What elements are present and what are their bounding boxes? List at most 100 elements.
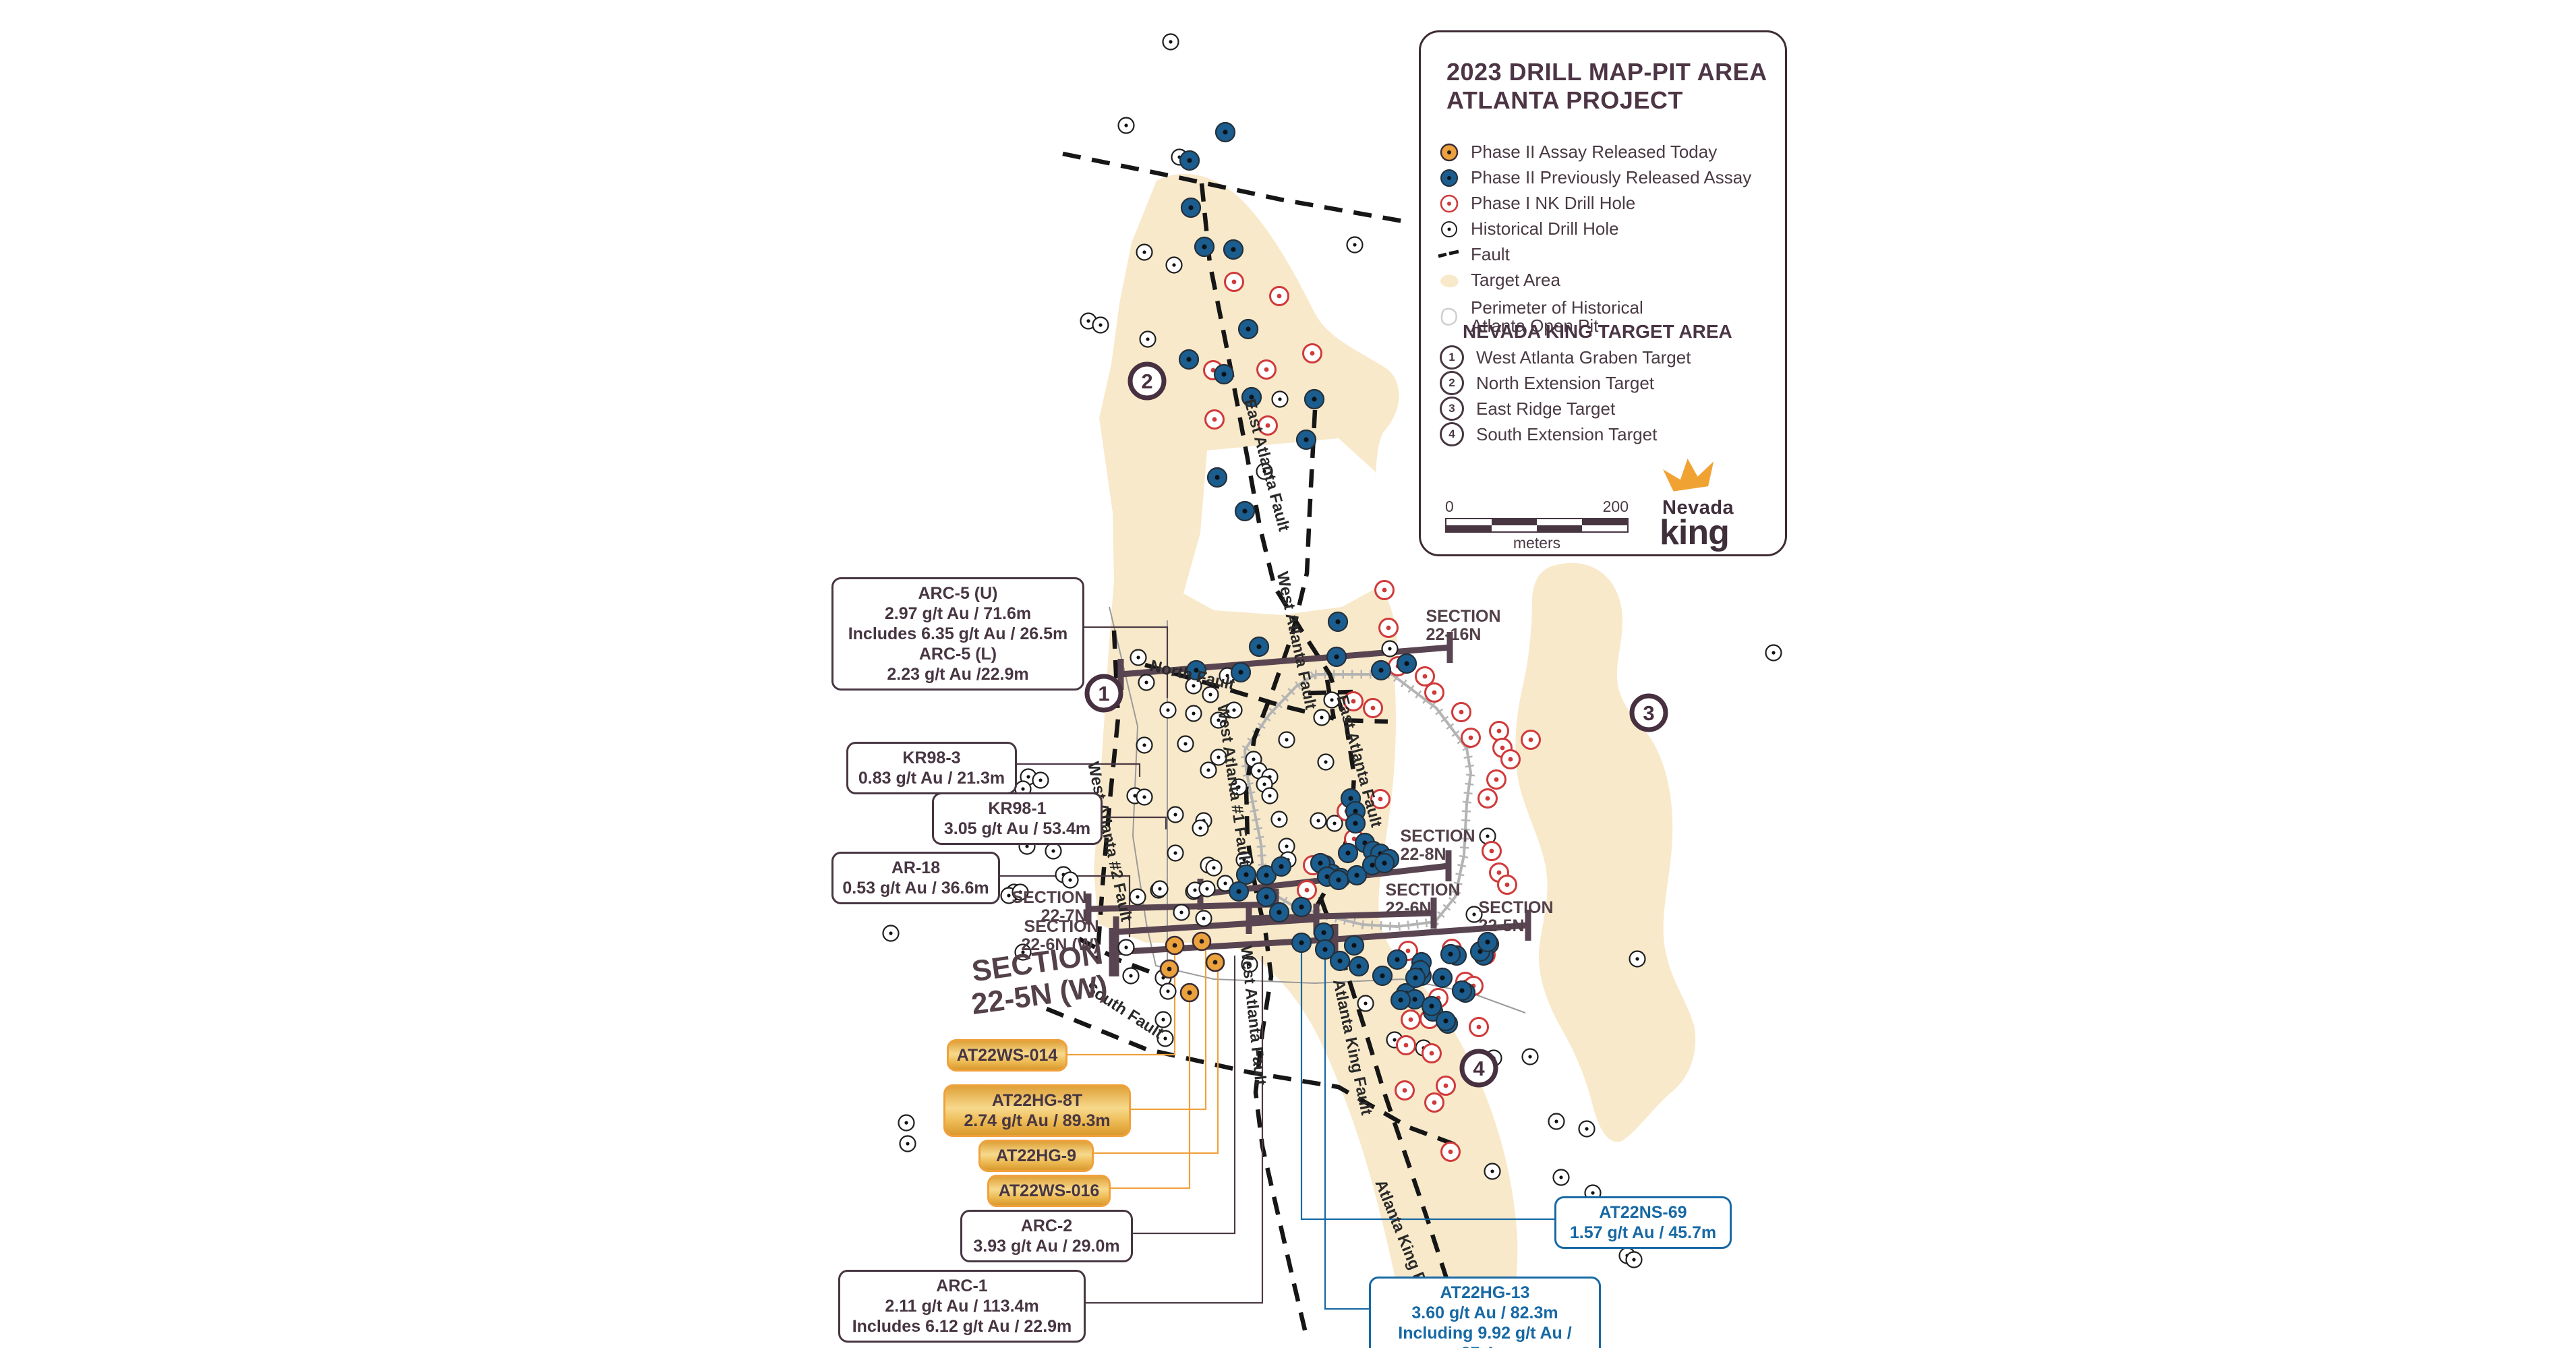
target-blob-icon xyxy=(1440,274,1459,288)
phase2-previous-drill-hole xyxy=(1256,865,1277,886)
leader-line-orange xyxy=(1111,999,1191,1190)
historical-drill-hole xyxy=(1552,1169,1570,1186)
phase2-previous-drill-hole xyxy=(1268,902,1290,923)
phase2-today-drill-hole xyxy=(1179,983,1200,1003)
phase1-nk-drill-hole xyxy=(1224,272,1244,292)
scale-right-label: 200 xyxy=(1602,498,1629,515)
phase2-previous-drill-hole xyxy=(1178,349,1200,370)
historical-drill-hole xyxy=(1165,256,1183,274)
historical-drill-hole xyxy=(1167,844,1184,862)
phase2-previous-drill-hole xyxy=(1326,646,1347,668)
legend-item-label: Historical Drill Hole xyxy=(1471,218,1619,239)
phase2-previous-drill-hole xyxy=(1206,467,1228,488)
target-area-number-4: 4 xyxy=(1459,1049,1498,1088)
phase2-previous-drill-hole xyxy=(1432,967,1453,989)
historical-drill-hole xyxy=(1138,674,1155,691)
target-number-icon: 3 xyxy=(1440,397,1464,421)
legend-item-label: Target Area xyxy=(1471,270,1560,291)
phase1-nk-drill-hole xyxy=(1500,749,1521,769)
phase2-previous-drill-hole xyxy=(1213,363,1235,385)
phase1-nk-drill-hole xyxy=(1256,359,1277,380)
annotation-box-at22hg-9: AT22HG-9 xyxy=(978,1140,1094,1172)
historical-drill-hole xyxy=(899,1135,916,1152)
pit-perimeter-icon xyxy=(1440,308,1457,326)
dot-orange-icon xyxy=(1440,143,1459,162)
historical-drill-hole xyxy=(1130,649,1147,666)
phase1-nk-drill-hole xyxy=(1422,1043,1442,1063)
phase2-previous-drill-hole xyxy=(1370,660,1392,681)
phase1-nk-drill-hole xyxy=(1477,788,1498,809)
phase2-previous-drill-hole xyxy=(1270,856,1292,877)
logo-text-nevada: Nevada xyxy=(1662,497,1734,519)
legend-target-label: South Extension Target xyxy=(1476,423,1658,444)
historical-drill-hole xyxy=(1465,906,1483,923)
phase2-previous-drill-hole xyxy=(1313,922,1335,943)
circle-red-icon xyxy=(1440,194,1459,213)
historical-drill-hole xyxy=(1225,701,1243,719)
logo-text-king: king xyxy=(1660,513,1730,552)
phase1-nk-drill-hole xyxy=(1415,666,1435,686)
phase1-nk-drill-hole xyxy=(1486,769,1506,790)
historical-drill-hole xyxy=(1139,330,1157,348)
legend-title: 2023 DRILL MAP-PIT AREA ATLANTA PROJECT xyxy=(1446,58,1767,115)
legend-item: Phase II Previously Released Assay xyxy=(1437,166,1751,190)
phase1-nk-drill-hole xyxy=(1378,618,1399,638)
historical-drill-hole xyxy=(1230,778,1248,796)
legend-target-label: West Atlanta Graben Target xyxy=(1476,347,1691,368)
historical-drill-hole xyxy=(1313,709,1330,726)
phase2-previous-drill-hole xyxy=(1390,989,1411,1011)
legend-targets-heading: NEVADA KING TARGET AREA xyxy=(1463,321,1732,342)
leader-line-dark xyxy=(1000,875,1131,937)
phase1-nk-drill-hole xyxy=(1269,286,1289,306)
historical-drill-hole xyxy=(1185,705,1202,722)
scale-segment xyxy=(1446,525,1492,531)
fault-line xyxy=(1078,937,1160,978)
phase2-previous-drill-hole xyxy=(1421,995,1442,1017)
phase1-nk-drill-hole xyxy=(1489,721,1509,741)
target-area-number-3: 3 xyxy=(1629,693,1668,732)
historical-drill-hole xyxy=(1129,888,1146,906)
historical-drill-hole xyxy=(1159,983,1177,1000)
scale-left-label: 0 xyxy=(1445,498,1454,515)
phase1-nk-drill-hole xyxy=(1374,580,1395,600)
historical-drill-hole xyxy=(1162,33,1179,51)
phase2-previous-drill-hole xyxy=(1214,121,1236,143)
phase2-previous-drill-hole xyxy=(1329,950,1351,972)
svg-text:4: 4 xyxy=(1473,1057,1485,1080)
phase2-previous-drill-hole xyxy=(1374,852,1395,874)
phase2-previous-drill-hole xyxy=(1228,881,1250,902)
historical-drill-hole xyxy=(1261,787,1279,804)
legend-title-line1: 2023 DRILL MAP-PIT AREA xyxy=(1446,58,1767,86)
phase2-previous-drill-hole xyxy=(1237,318,1259,340)
phase2-previous-drill-hole xyxy=(1291,932,1312,954)
legend-item-label: Phase I NK Drill Hole xyxy=(1471,193,1636,214)
historical-drill-hole xyxy=(1122,967,1140,985)
scale-segment xyxy=(1537,525,1582,531)
nevada-king-logo: Nevada king xyxy=(1653,457,1774,553)
historical-drill-hole xyxy=(1173,904,1190,921)
phase2-previous-drill-hole xyxy=(1327,611,1349,633)
historical-drill-hole xyxy=(1270,811,1288,828)
scale-segment xyxy=(1492,525,1537,531)
historical-drill-hole xyxy=(1200,761,1217,779)
scale-segment xyxy=(1446,519,1492,525)
phase2-previous-drill-hole xyxy=(1396,653,1417,674)
historical-drill-hole xyxy=(1210,711,1227,729)
target-area-shape xyxy=(1094,173,1518,1348)
annotation-box-at22ws-014: AT22WS-014 xyxy=(947,1039,1067,1072)
phase2-previous-drill-hole xyxy=(1194,236,1215,258)
phase1-nk-drill-hole xyxy=(1370,789,1391,809)
historical-drill-hole xyxy=(1136,243,1153,261)
historical-drill-hole xyxy=(1177,735,1194,753)
historical-drill-hole xyxy=(1323,691,1341,709)
historical-drill-hole xyxy=(1136,736,1153,754)
historical-drill-hole xyxy=(1195,910,1212,927)
fault-line xyxy=(1094,630,1121,962)
